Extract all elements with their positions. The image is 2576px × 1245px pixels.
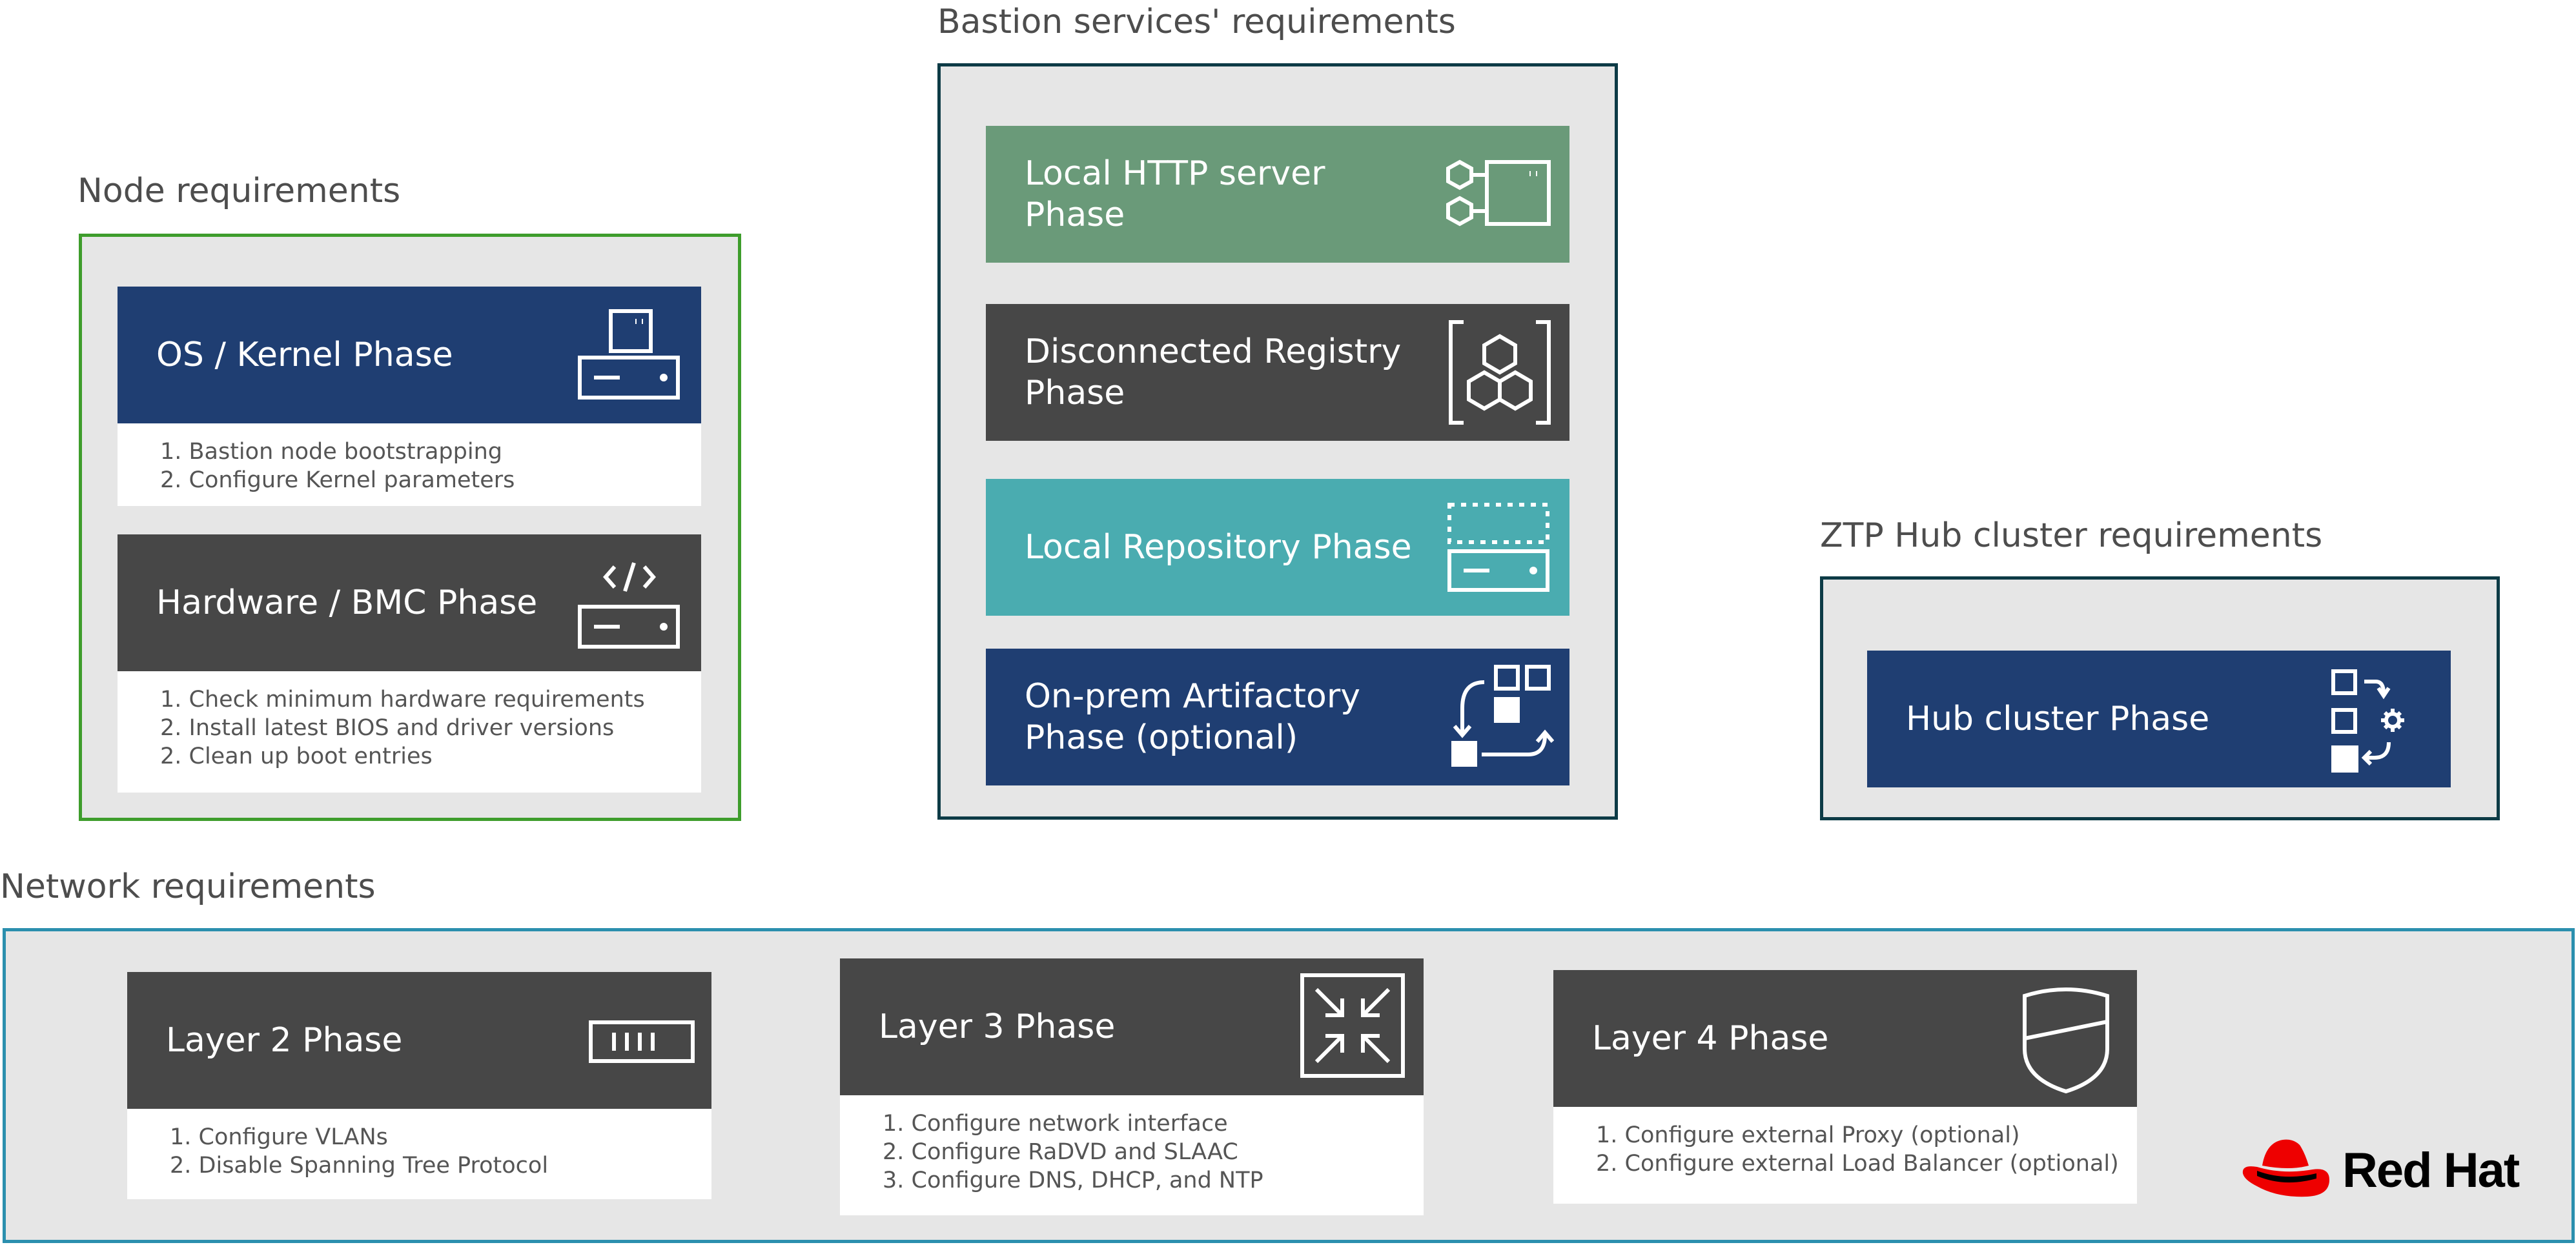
layer-4-phase-title: Layer 4 Phase [1592, 1019, 1829, 1058]
hardware-bmc-phase-card: Hardware / BMC Phase 1. Check minimum ha… [118, 534, 701, 793]
ztp-hub-requirements-label: ZTP Hub cluster requirements [1820, 516, 2323, 555]
layer-3-phase-steps: 1. Configure network interface 2. Config… [840, 1095, 1424, 1215]
hexagon-registry-icon [1448, 319, 1551, 425]
layer-2-phase-card: Layer 2 Phase 1. Configure VLANs 2. Disa… [127, 972, 711, 1199]
artifactory-icon [1451, 663, 1554, 769]
layer-2-phase-header: Layer 2 Phase [127, 972, 711, 1109]
layer3-step-2: 2. Configure RaDVD and SLAAC [883, 1139, 1238, 1165]
redhat-logo: Red Hat [2238, 1131, 2535, 1208]
layer3-step-1: 1. Configure network interface [883, 1111, 1228, 1137]
local-repository-phase-title: Local Repository Phase [1025, 528, 1412, 567]
os-kernel-phase-title: OS / Kernel Phase [156, 336, 453, 374]
os-kernel-phase-card: OS / Kernel Phase 1. Bastion node bootst… [118, 287, 701, 506]
layer-2-phase-steps: 1. Configure VLANs 2. Disable Spanning T… [127, 1109, 711, 1199]
repository-icon [1446, 501, 1551, 594]
os-kernel-phase-header: OS / Kernel Phase [118, 287, 701, 423]
disconnected-registry-phase-card: Disconnected Registry Phase [986, 304, 1569, 441]
http-server-icon [1446, 158, 1551, 229]
disconnected-registry-phase-header: Disconnected Registry Phase [986, 304, 1569, 441]
node-requirements-label: Node requirements [77, 172, 401, 210]
hardware-bmc-phase-title: Hardware / BMC Phase [156, 583, 538, 622]
server-icon [577, 309, 680, 401]
on-prem-artifactory-phase-header: On-prem Artifactory Phase (optional) [986, 649, 1569, 785]
os-step-1: 1. Bastion node bootstrapping [160, 439, 502, 465]
local-repository-phase-header: Local Repository Phase [986, 479, 1569, 616]
hub-cluster-phase-title: Hub cluster Phase [1906, 700, 2210, 738]
hw-step-1: 1. Check minimum hardware requirements [160, 687, 645, 713]
layer-3-phase-card: Layer 3 Phase 1. Configure network inter… [840, 958, 1424, 1215]
layer2-step-1: 1. Configure VLANs [170, 1124, 388, 1150]
layer4-step-1: 1. Configure external Proxy (optional) [1596, 1122, 2020, 1148]
router-arrows-icon [1300, 973, 1406, 1078]
local-http-server-phase-card: Local HTTP server Phase [986, 126, 1569, 263]
switch-icon [588, 1018, 695, 1065]
layer2-step-2: 2. Disable Spanning Tree Protocol [170, 1153, 549, 1179]
layer-4-phase-header: Layer 4 Phase [1553, 970, 2137, 1107]
layer-4-phase-card: Layer 4 Phase 1. Configure external Prox… [1553, 970, 2137, 1204]
local-http-server-phase-header: Local HTTP server Phase [986, 126, 1569, 263]
code-server-icon [577, 558, 680, 651]
shield-icon [2021, 987, 2111, 1095]
local-repository-phase-card: Local Repository Phase [986, 479, 1569, 616]
hardware-bmc-phase-steps: 1. Check minimum hardware requirements 2… [118, 671, 701, 793]
hub-cluster-phase-card: Hub cluster Phase [1867, 651, 2451, 787]
bastion-requirements-label: Bastion services' requirements [937, 3, 1456, 41]
on-prem-artifactory-phase-card: On-prem Artifactory Phase (optional) [986, 649, 1569, 785]
layer-3-phase-title: Layer 3 Phase [879, 1007, 1116, 1046]
layer-4-phase-steps: 1. Configure external Proxy (optional) 2… [1553, 1107, 2137, 1204]
network-requirements-label: Network requirements [0, 867, 376, 906]
layer-3-phase-header: Layer 3 Phase [840, 958, 1424, 1095]
hw-step-2: 2. Install latest BIOS and driver versio… [160, 715, 615, 741]
layer-2-phase-title: Layer 2 Phase [166, 1021, 403, 1060]
layer3-step-3: 3. Configure DNS, DHCP, and NTP [883, 1168, 1263, 1193]
hardware-bmc-phase-header: Hardware / BMC Phase [118, 534, 701, 671]
os-step-2: 2. Configure Kernel parameters [160, 467, 515, 493]
redhat-fedora-icon [2238, 1133, 2333, 1206]
redhat-logo-text: Red Hat [2342, 1143, 2520, 1198]
layer4-step-2: 2. Configure external Load Balancer (opt… [1596, 1151, 2119, 1177]
hw-step-3: 2. Clean up boot entries [160, 744, 433, 769]
disconnected-registry-phase-title: Disconnected Registry Phase [1025, 332, 1402, 412]
os-kernel-phase-steps: 1. Bastion node bootstrapping 2. Configu… [118, 423, 701, 506]
hub-cluster-phase-header: Hub cluster Phase [1867, 651, 2451, 787]
local-http-server-phase-title: Local HTTP server Phase [1025, 154, 1325, 234]
hub-cluster-icon [2329, 667, 2413, 773]
on-prem-artifactory-phase-title: On-prem Artifactory Phase (optional) [1025, 677, 1360, 757]
